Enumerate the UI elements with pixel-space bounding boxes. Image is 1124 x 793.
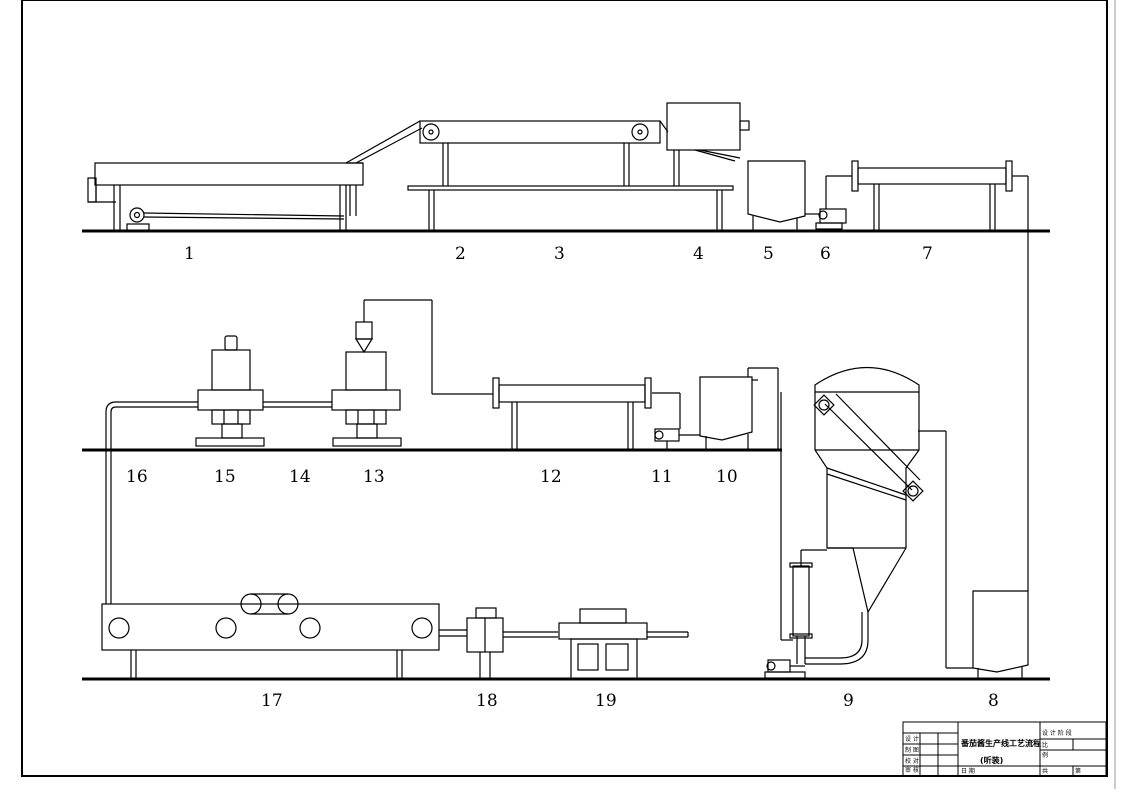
- label-1: 1: [184, 244, 195, 264]
- packer-19: [558, 608, 689, 680]
- label-16: 16: [126, 467, 148, 487]
- filler-13: [331, 321, 402, 447]
- tb-title: 番茄酱生产线工艺流程: [960, 738, 1041, 748]
- label-10: 10: [716, 467, 738, 487]
- label-3: 3: [554, 244, 565, 264]
- tb-total: 共: [1042, 767, 1048, 775]
- label-19: 19: [595, 691, 617, 711]
- washing-tank: [87, 162, 364, 232]
- tb-scale: 比: [1042, 741, 1048, 749]
- label-6: 6: [820, 244, 831, 264]
- tb-page: 第: [1075, 767, 1081, 775]
- label-17: 17: [261, 691, 283, 711]
- label-12: 12: [540, 467, 562, 487]
- sealer-15: [195, 335, 265, 447]
- tb-review: 审 核: [905, 766, 919, 774]
- preheat-tank: [747, 160, 806, 231]
- sorting-conveyor: [407, 120, 734, 231]
- crusher: [666, 102, 750, 186]
- tb-drawn: 设 计: [905, 735, 919, 743]
- tb-example: 例: [1042, 751, 1048, 759]
- label-7: 7: [922, 244, 933, 264]
- can-conveyor-14: [105, 401, 332, 604]
- label-2: 2: [455, 244, 466, 264]
- tb-check: 校 对: [905, 757, 919, 765]
- pump-6: [805, 175, 852, 230]
- label-5: 5: [763, 244, 774, 264]
- sheet-border: [21, 0, 1108, 777]
- tb-date: 日 期: [961, 767, 975, 775]
- component-labels: 1 2 3 4 5 6 7 8 9 10 11 12 13 14 15 16 1…: [126, 244, 999, 711]
- title-block-text: 设 计 制 图 校 对 审 核 番茄酱生产线工艺流程 (听装) 日 期 设 计 …: [905, 729, 1081, 775]
- label-8: 8: [988, 691, 999, 711]
- label-14: 14: [289, 467, 311, 487]
- vacuum-concentrator: [764, 367, 924, 679]
- tb-draw: 制 图: [905, 746, 919, 754]
- tb-subtitle: (听装): [980, 755, 1003, 765]
- tb-stage: 设 计 阶 段: [1042, 729, 1072, 737]
- title-block: [902, 721, 1107, 777]
- label-13: 13: [363, 467, 385, 487]
- label-4: 4: [693, 244, 704, 264]
- tubular-sterilizer-12: [363, 299, 652, 450]
- sterilizer-tunnel-17: [101, 593, 440, 679]
- label-15: 15: [214, 467, 236, 487]
- incline-conveyor: [345, 120, 423, 164]
- holding-tank-8: [918, 430, 1029, 679]
- labeler-18: [439, 607, 558, 679]
- tank-10: [699, 367, 779, 450]
- pump-11: [652, 392, 700, 450]
- label-18: 18: [476, 691, 498, 711]
- tubular-heater-7: [851, 160, 1029, 591]
- label-9: 9: [843, 691, 854, 711]
- label-11: 11: [651, 467, 673, 487]
